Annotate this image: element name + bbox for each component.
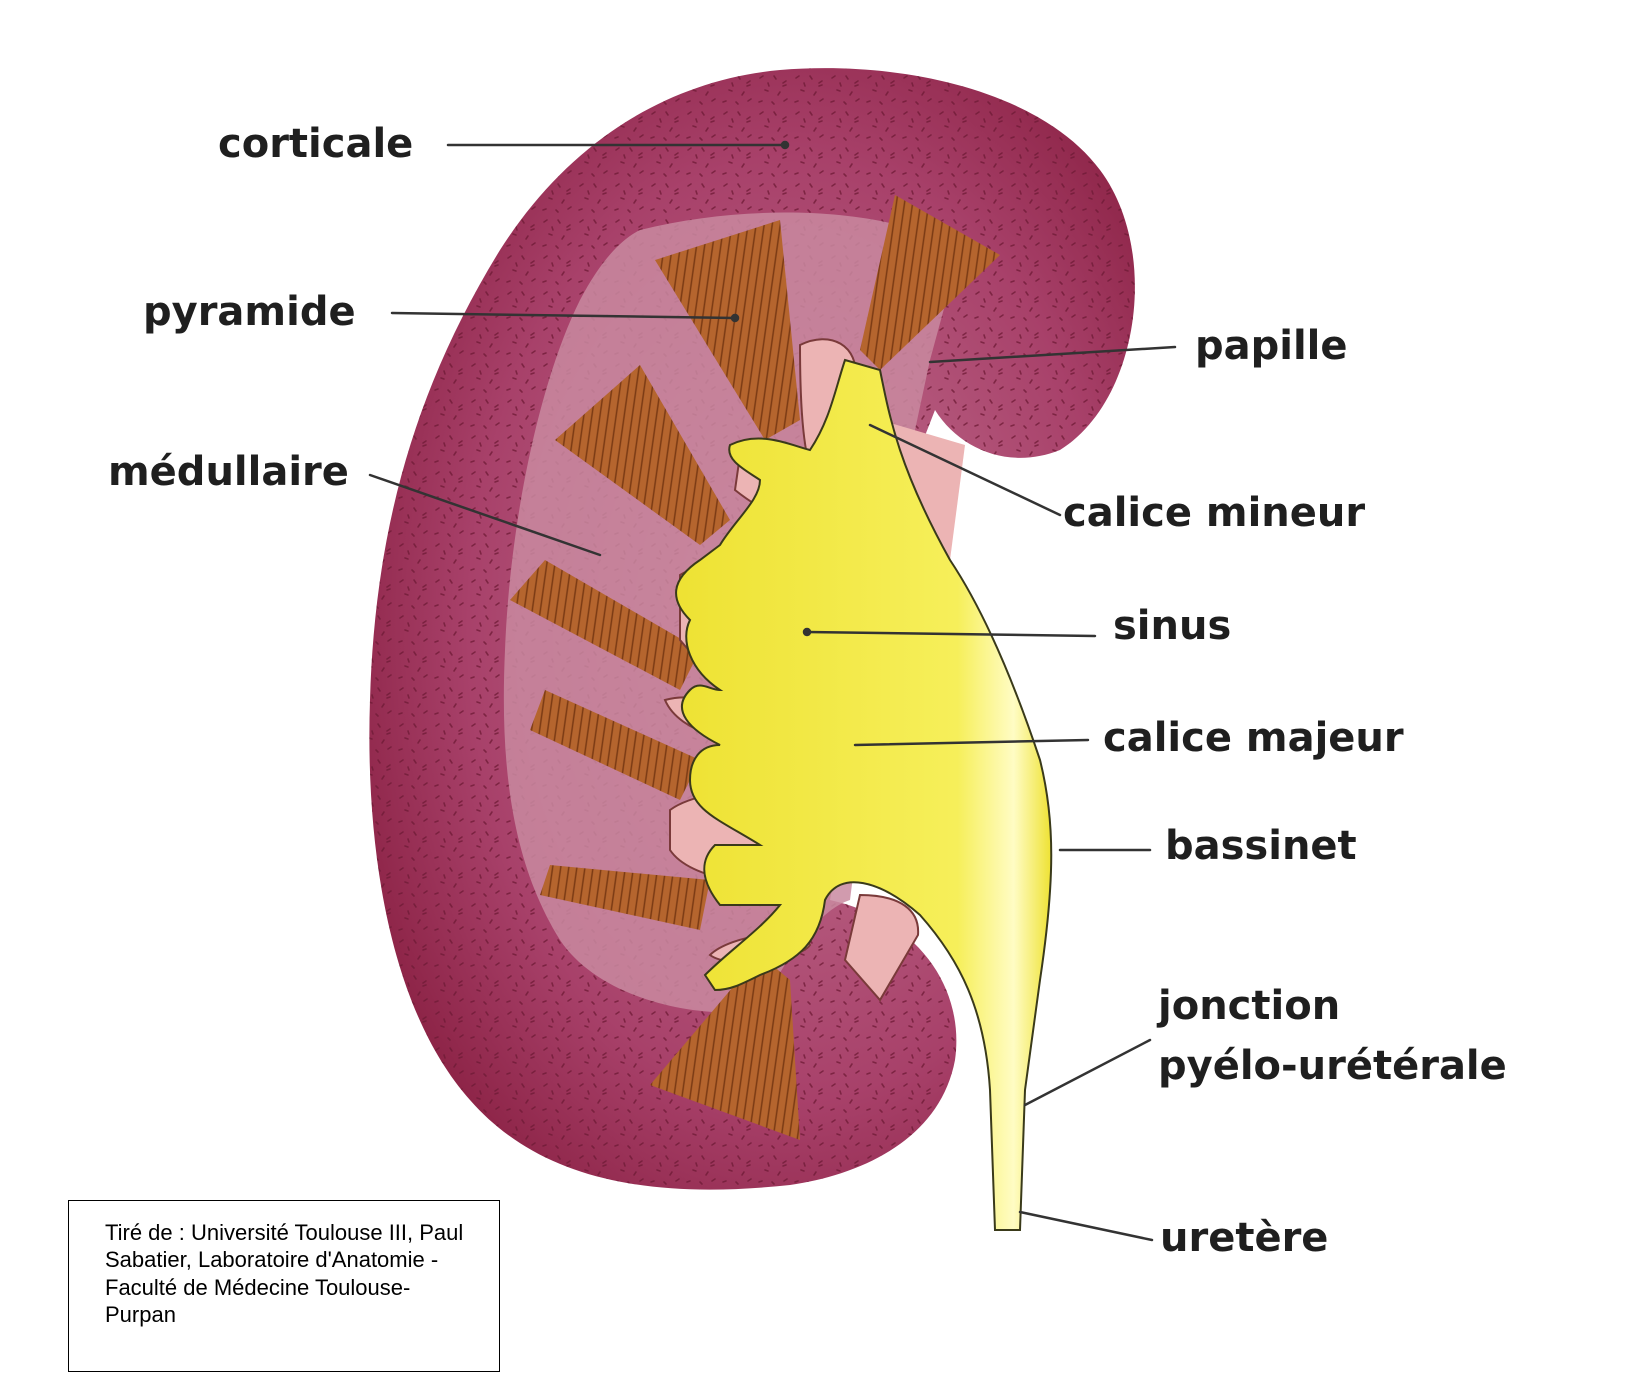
credit-box: Tiré de : Université Toulouse III, Paul … xyxy=(68,1200,500,1372)
label-calice-mineur: calice mineur xyxy=(1063,490,1366,536)
label-bassinet: bassinet xyxy=(1165,823,1357,869)
label-papille: papille xyxy=(1195,323,1348,369)
label-calice-majeur: calice majeur xyxy=(1103,715,1404,761)
renal-pelvis xyxy=(675,358,1053,1231)
label-uretere: uretère xyxy=(1160,1215,1329,1261)
leader-lines xyxy=(368,140,1177,1242)
label-jonction-pyelo-ureterale: jonction pyélo-urétérale xyxy=(1158,976,1507,1096)
label-pyramide: pyramide xyxy=(143,289,356,335)
label-sinus: sinus xyxy=(1113,603,1232,649)
label-jonction-line1: jonction xyxy=(1158,983,1341,1029)
renal-pyramids xyxy=(510,195,1000,1140)
label-medullaire: médullaire xyxy=(108,449,349,495)
label-corticale: corticale xyxy=(218,121,414,167)
label-jonction-line2: pyélo-urétérale xyxy=(1158,1043,1507,1089)
